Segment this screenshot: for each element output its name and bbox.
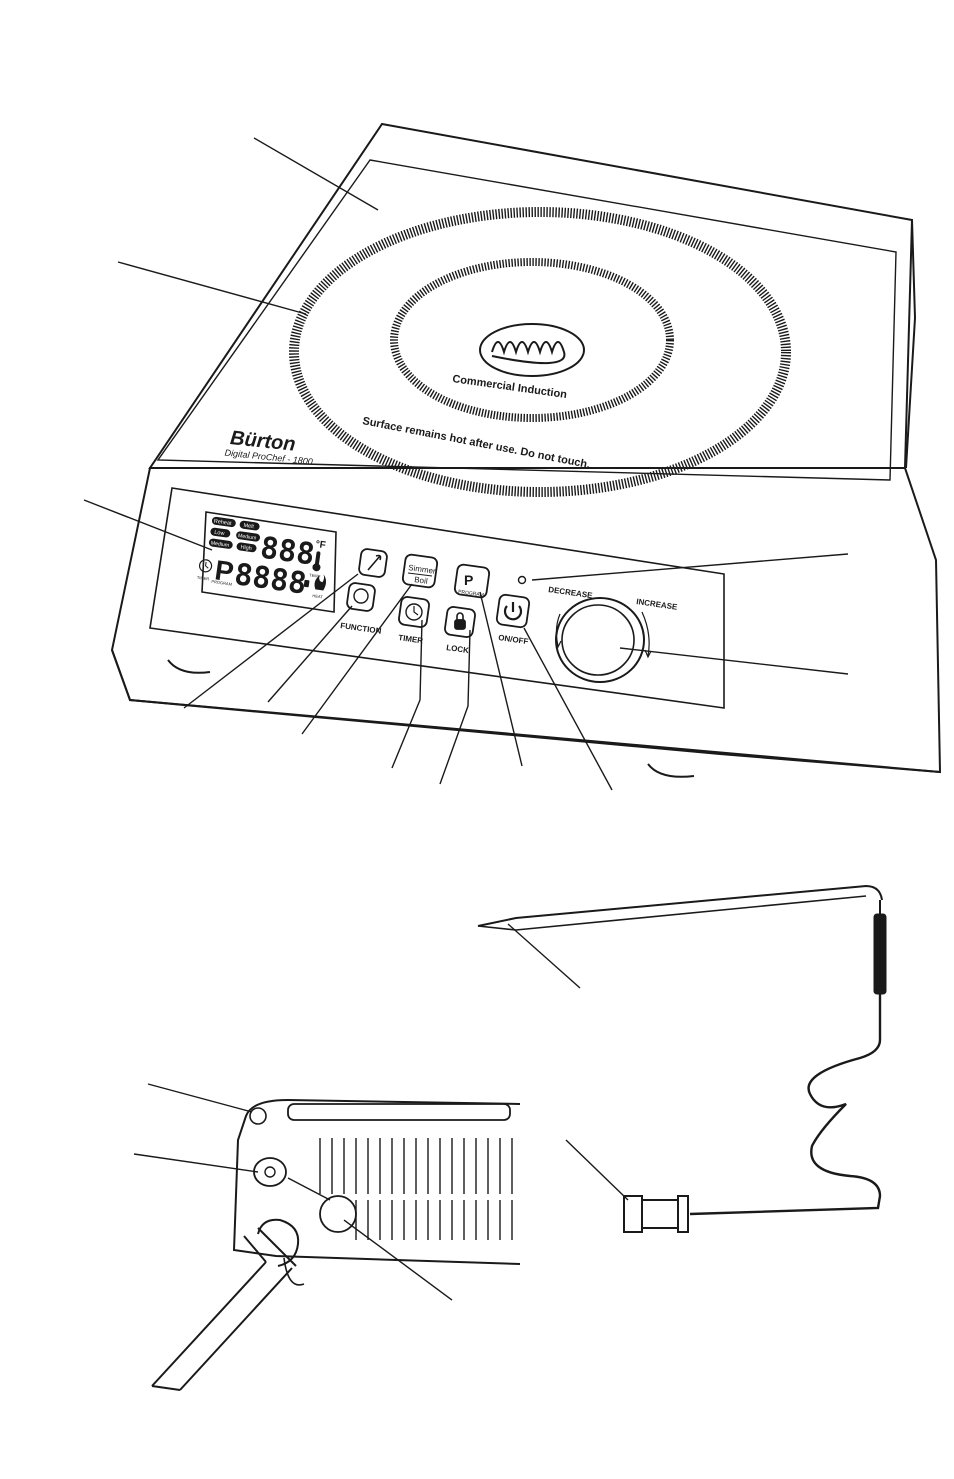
- inner-ring: [390, 258, 674, 422]
- leader-simmer-button: [301, 583, 413, 735]
- leader-power-button: [523, 627, 613, 791]
- padlock-icon: [454, 619, 466, 630]
- leader-probe-connector: [565, 1139, 629, 1201]
- probe-button[interactable]: [358, 548, 388, 578]
- lock-button[interactable]: LOCK: [444, 606, 476, 655]
- leader-function-button: [267, 605, 353, 703]
- power-icon: [503, 605, 523, 621]
- flame-icon: [314, 574, 327, 591]
- dial-outer: [555, 597, 645, 683]
- timer-icon: [198, 559, 213, 573]
- program-glyph: P: [464, 572, 473, 588]
- touch-hand-icon: [353, 588, 369, 604]
- decrease-label: DECREASE: [548, 585, 594, 600]
- rear-handle-slot: [287, 1103, 511, 1121]
- foot-right: [647, 763, 695, 778]
- program-small-label: PROGRAM: [211, 579, 232, 587]
- induction-badge: [479, 323, 585, 377]
- rear-view: [133, 1083, 521, 1391]
- increase-label: INCREASE: [636, 597, 679, 612]
- outer-ring: [289, 207, 791, 497]
- mode-pill-5: Medium: [210, 540, 229, 549]
- probe-cable: [689, 994, 882, 1216]
- power-indicator-led: [517, 575, 527, 585]
- timer-label: TIMER: [398, 633, 424, 645]
- brand-block: Bürton Digital ProChef - 1800: [224, 427, 313, 467]
- power-cord: [151, 1218, 300, 1391]
- leader-display: [83, 499, 213, 551]
- leader-lines-top: [83, 137, 849, 791]
- control-buttons: FUNCTION Simmer Boil TIMER P PROGRAM LOC…: [340, 548, 531, 655]
- reset-button[interactable]: [319, 1195, 357, 1233]
- timer-small-label: TIMER: [197, 575, 210, 582]
- leader-lock-button: [439, 629, 471, 785]
- program-button[interactable]: P PROGRAM: [453, 563, 491, 599]
- lock-label: LOCK: [446, 643, 470, 655]
- leader-program-button: [479, 591, 523, 767]
- control-dial[interactable]: DECREASE INCREASE: [548, 585, 679, 683]
- power-button[interactable]: ON/OFF: [495, 593, 531, 646]
- lcd-display: Reheat Melt Low Medium Medium High 888 °…: [197, 511, 337, 613]
- temp-label: TEMP: [309, 572, 321, 579]
- mode-pills: Reheat Melt Low Medium Medium High: [208, 516, 261, 553]
- leader-reset-button: [343, 1219, 453, 1301]
- simmer-label: Simmer: [408, 563, 437, 576]
- leader-timer-button: [391, 619, 423, 769]
- mode-pill-6: High: [240, 545, 252, 553]
- leader-rear-handle: [147, 1083, 253, 1113]
- temp-digits: 888: [258, 530, 317, 572]
- foot-left: [167, 659, 211, 674]
- increase-arrow: [641, 611, 650, 657]
- power-label: ON/OFF: [498, 633, 529, 646]
- function-button[interactable]: FUNCTION: [340, 582, 382, 636]
- heat-label: HEAT: [312, 593, 324, 599]
- base-edge: [111, 649, 941, 773]
- mode-pill-2: Melt: [243, 523, 255, 530]
- vent-slots: [319, 1138, 513, 1240]
- cooktop-rings: Commercial Induction Surface remains hot…: [289, 207, 791, 497]
- leader-dial: [619, 647, 849, 675]
- leader-probe-tip: [507, 923, 581, 989]
- right-side-edge: [905, 219, 917, 469]
- mode-pill-3: Low: [214, 530, 225, 537]
- rear-fixing: [249, 1107, 267, 1125]
- temp-unit: °F: [315, 539, 327, 551]
- glass-top-outline: [148, 122, 914, 469]
- thermometer-icon: [315, 551, 321, 566]
- induction-coil-icon: [491, 341, 566, 365]
- boil-label: Boil: [414, 575, 429, 586]
- probe-grip: [873, 913, 887, 995]
- simmer-boil-button[interactable]: Simmer Boil: [401, 553, 439, 589]
- mode-pill-1: Reheat: [213, 519, 232, 527]
- probe-spike: [477, 884, 883, 927]
- probe-socket: [253, 1157, 287, 1187]
- program-label: PROGRAM: [458, 589, 484, 599]
- leader-led: [531, 553, 849, 581]
- leader-probe-button: [183, 573, 359, 709]
- center-text: Commercial Induction: [452, 373, 568, 401]
- probe-connector: [623, 1195, 689, 1233]
- lcd-frame: [201, 511, 337, 613]
- leader-coil: [117, 261, 307, 315]
- timer-button[interactable]: TIMER: [398, 596, 430, 645]
- leader-probe-socket: [133, 1153, 259, 1173]
- main-prefix: P: [213, 554, 236, 587]
- control-panel-frame: [149, 487, 725, 709]
- leader-glass-top: [253, 137, 379, 211]
- lock-indicator-icon: [303, 579, 310, 588]
- clock-icon: [405, 603, 423, 621]
- glass-inner-frame: [156, 159, 897, 481]
- mode-pill-4: Medium: [238, 533, 257, 542]
- cooktop-body: [110, 122, 942, 778]
- rear-housing: [232, 1098, 521, 1265]
- dial-knob[interactable]: [561, 604, 635, 676]
- temperature-probe: [477, 884, 887, 1233]
